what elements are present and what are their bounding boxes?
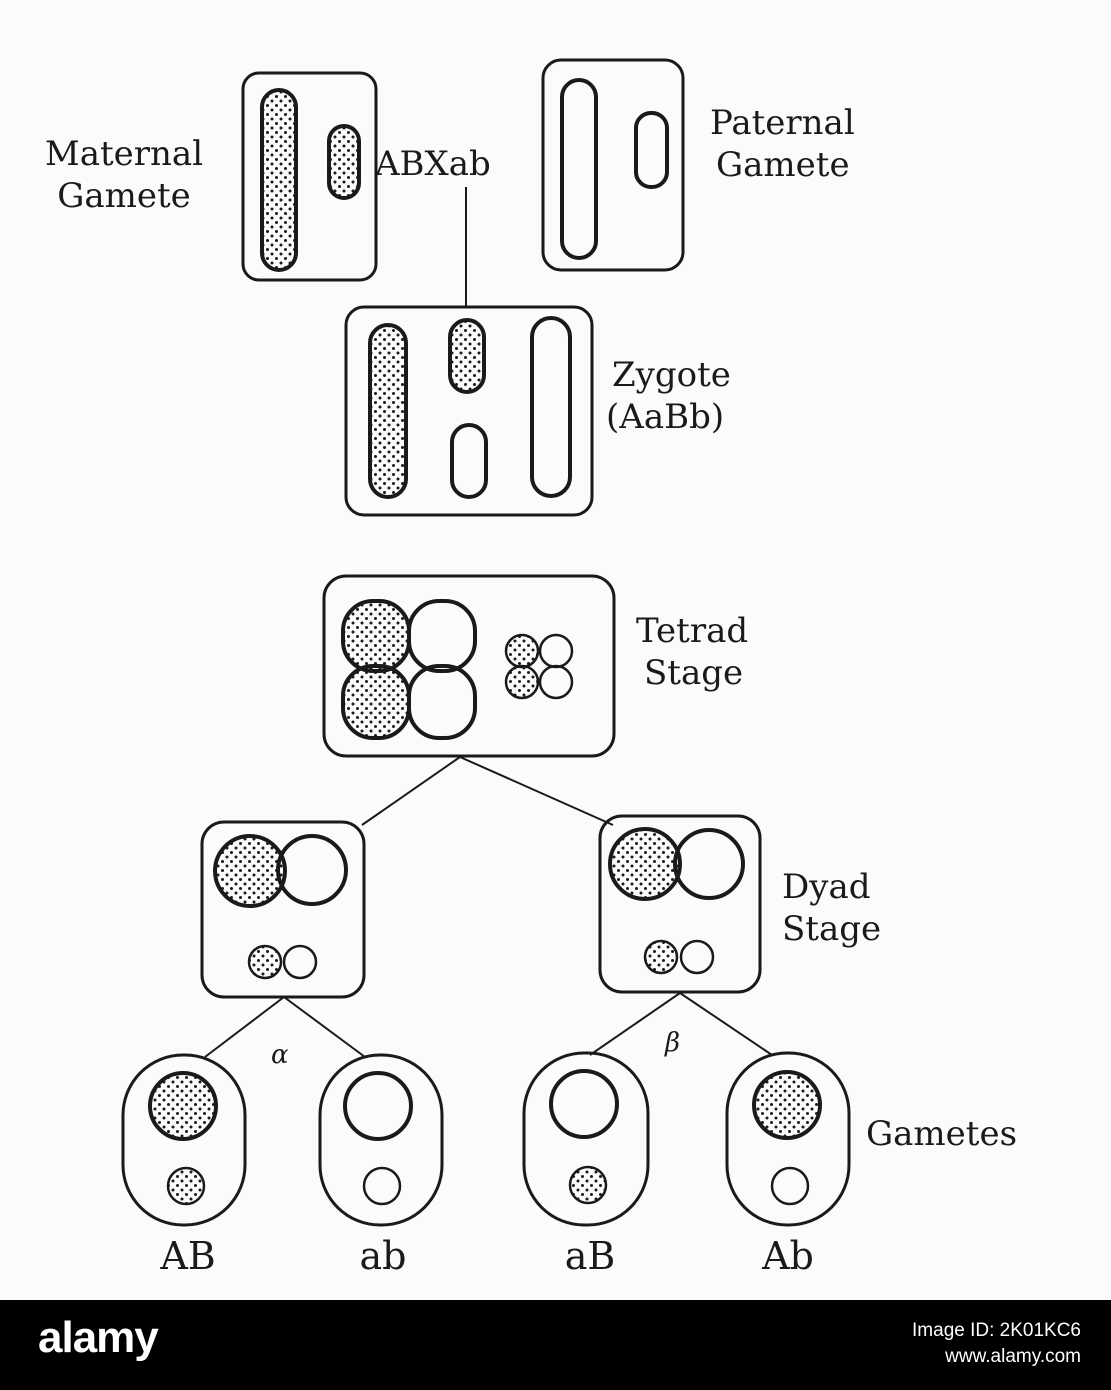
gamete-Ab-cell [725, 1051, 851, 1227]
zygote-paternal-long [530, 316, 572, 498]
tetrad-small-top-right [538, 633, 574, 669]
stock-image-id: Image ID: 2K01KC6 [912, 1320, 1081, 1341]
dyad-left-large-dotted [213, 834, 287, 908]
meiosis-diagram: Maternal Gamete ABXab Paternal Gamete Zy… [30, 58, 1018, 1278]
zygote-paternal-short [450, 423, 488, 499]
zygote-box [344, 305, 594, 517]
dyad-right-box [598, 814, 762, 994]
maternal-long-chromosome [260, 88, 298, 272]
gamete-Ab-small-plain [770, 1166, 810, 1206]
tetrad-large-top-left [341, 599, 411, 673]
paternal-gamete-box [541, 58, 685, 272]
paternal-long-chromosome [560, 78, 598, 260]
gamete-aB-cell [522, 1051, 650, 1227]
zygote-label-line2: (AaBb) [606, 397, 725, 437]
gamete-ab-cell [318, 1053, 444, 1227]
paternal-label-line1: Paternal [710, 103, 855, 143]
zygote-label: Zygote (AaBb) [606, 354, 731, 438]
dyad-right-large-plain [673, 828, 745, 900]
tetrad-box [322, 574, 616, 758]
dyad-right-large-dotted [608, 827, 682, 901]
gamete-AB-small-dotted [166, 1166, 206, 1206]
paternal-label-line2: Gamete [716, 145, 850, 185]
tetrad-small-bottom-right [538, 664, 574, 700]
tetrad-to-left-dyad-line [361, 756, 461, 826]
tetrad-large-bottom-left [341, 664, 411, 740]
dyad-right-small-plain [679, 939, 715, 975]
dyad-label-line2: Stage [782, 909, 882, 949]
gamete-Ab-large-dotted [752, 1070, 822, 1140]
alpha-label: α [271, 1040, 289, 1070]
dyad-label-line1: Dyad [782, 867, 871, 907]
dyad-left-large-plain [276, 834, 348, 906]
stock-logo: alamy [38, 1313, 159, 1362]
stock-site: www.alamy.com [945, 1346, 1081, 1367]
paternal-short-chromosome [634, 111, 669, 189]
gamete-label-aB: aB [564, 1234, 616, 1278]
cross-label: ABXab [375, 144, 491, 184]
zygote-maternal-short [448, 318, 486, 394]
left-dyad-to-ab-line [204, 996, 285, 1058]
gamete-label-AB: AB [160, 1234, 216, 1278]
stock-watermark-bar [0, 1300, 1111, 1390]
tetrad-large-top-right [407, 599, 477, 673]
gamete-label-ab: ab [359, 1234, 407, 1278]
tetrad-label-line1: Tetrad [636, 611, 749, 651]
maternal-short-chromosome [327, 124, 361, 200]
tetrad-to-right-dyad-line [459, 756, 614, 826]
beta-label: β [665, 1028, 681, 1058]
dyad-left-small-dotted [247, 944, 283, 980]
paternal-gamete-label: Paternal Gamete [710, 102, 855, 186]
dyad-stage-label: Dyad Stage [782, 866, 881, 950]
maternal-label-line2: Gamete [57, 176, 191, 216]
dyad-right-small-dotted [643, 939, 679, 975]
gamete-label-Ab: Ab [762, 1234, 814, 1278]
tetrad-label-line2: Stage [644, 653, 744, 693]
maternal-gamete-label: Maternal Gamete [30, 133, 218, 217]
zygote-maternal-long [368, 323, 408, 499]
maternal-gamete-box [241, 71, 378, 282]
diagram-canvas [121, 58, 851, 1227]
dyad-left-small-plain [282, 944, 318, 980]
tetrad-large-bottom-right [407, 664, 477, 740]
stock-info: Image ID: 2K01KC6 www.alamy.com [912, 1318, 1081, 1370]
gamete-aB-small-dotted [568, 1165, 608, 1205]
right-dyad-to-Ab-line [679, 992, 773, 1056]
tetrad-stage-label: Tetrad Stage [636, 610, 748, 694]
gamete-ab-small-plain [362, 1166, 402, 1206]
tetrad-small-bottom-left [504, 664, 540, 700]
gamete-AB-cell [121, 1053, 247, 1227]
right-dyad-to-aB-line [589, 992, 681, 1056]
tetrad-small-top-left [504, 633, 540, 669]
gamete-AB-large-dotted [148, 1071, 218, 1141]
left-dyad-to-ab-lower-line [283, 996, 366, 1058]
gametes-label: Gametes [866, 1114, 1018, 1154]
gamete-aB-large-plain [549, 1069, 619, 1139]
gamete-ab-large-plain [343, 1071, 413, 1141]
zygote-label-line1: Zygote [612, 355, 731, 395]
maternal-label-line1: Maternal [44, 134, 204, 174]
